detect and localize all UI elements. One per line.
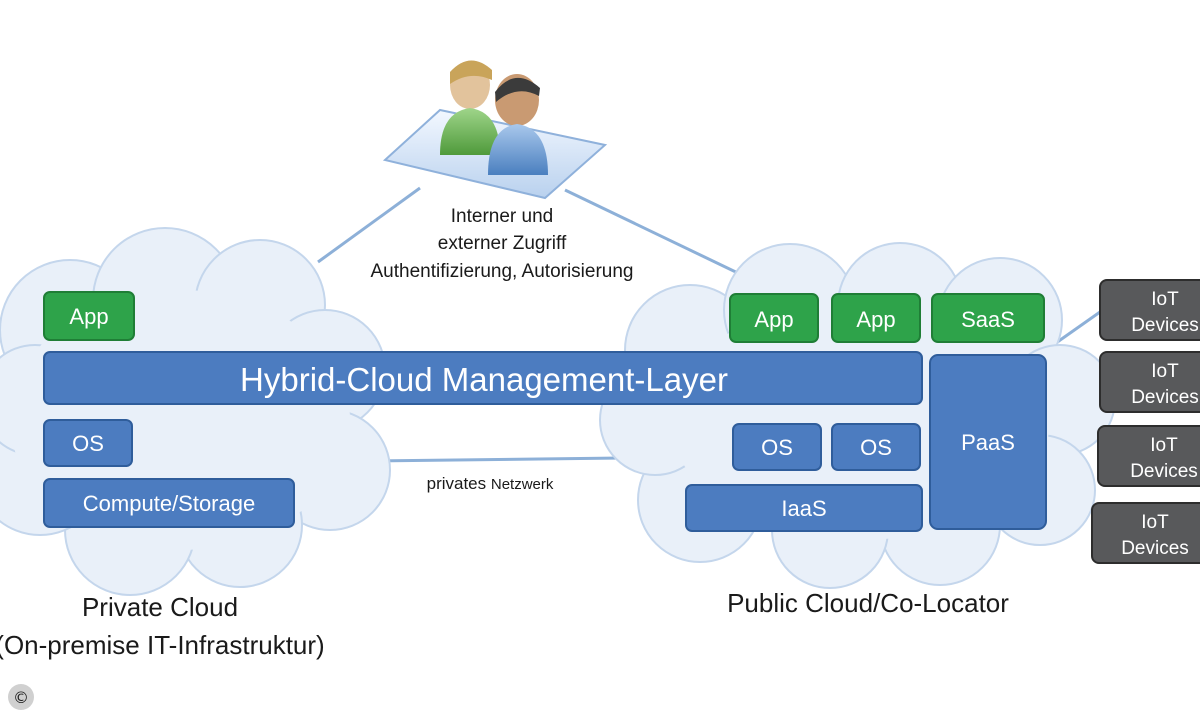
public-app-box-2: App bbox=[831, 293, 921, 343]
public-os-box-2: OS bbox=[831, 423, 921, 471]
iot-device-2-line2: Devices bbox=[1131, 387, 1199, 408]
iot-device-4-line2: Devices bbox=[1121, 538, 1189, 559]
public-app-box-1: App bbox=[729, 293, 819, 343]
iot-device-box-2: IoT Devices bbox=[1099, 351, 1200, 413]
line-users-private bbox=[317, 186, 421, 264]
iot-device-4-line1: IoT bbox=[1141, 512, 1169, 533]
iot-device-box-3: IoT Devices bbox=[1097, 425, 1200, 487]
paas-box: PaaS bbox=[929, 354, 1047, 530]
network-label: privates Netzwerk bbox=[427, 474, 554, 493]
line-users-public bbox=[564, 188, 743, 277]
copyright-icon: © bbox=[8, 684, 34, 710]
private-cloud-caption-2: (On-premise IT-Infrastruktur) bbox=[0, 630, 325, 660]
access-line-1: Interner und bbox=[451, 206, 553, 227]
saas-box: SaaS bbox=[931, 293, 1045, 343]
iaas-label: IaaS bbox=[781, 496, 826, 521]
users-icon bbox=[382, 60, 608, 200]
iot-device-3-line2: Devices bbox=[1130, 461, 1198, 482]
iot-device-3-line1: IoT bbox=[1150, 435, 1178, 456]
iot-device-1-line2: Devices bbox=[1131, 315, 1199, 336]
compute-storage-label: Compute/Storage bbox=[83, 491, 255, 516]
network-label-b: Netzwerk bbox=[491, 476, 554, 493]
public-app-label-2: App bbox=[856, 307, 895, 332]
management-layer-bar: Hybrid-Cloud Management-Layer bbox=[43, 351, 923, 405]
private-os-label: OS bbox=[72, 431, 104, 456]
network-label-a: privates bbox=[427, 474, 487, 493]
public-os-box-1: OS bbox=[732, 423, 822, 471]
private-app-label: App bbox=[69, 304, 108, 329]
private-os-box: OS bbox=[43, 419, 133, 467]
public-cloud-caption: Public Cloud/Co-Locator bbox=[727, 588, 1009, 618]
private-app-box: App bbox=[43, 291, 135, 341]
access-line-2: externer Zugriff bbox=[438, 233, 567, 254]
iot-device-box-4: IoT Devices bbox=[1091, 502, 1200, 564]
public-os-label-2: OS bbox=[860, 435, 892, 460]
compute-storage-box: Compute/Storage bbox=[43, 478, 295, 528]
access-line-3: Authentifizierung, Autorisierung bbox=[371, 261, 634, 282]
saas-label: SaaS bbox=[961, 307, 1015, 332]
private-cloud-caption-1: Private Cloud bbox=[82, 592, 238, 622]
iot-device-1-line1: IoT bbox=[1151, 289, 1179, 310]
iot-device-2-line1: IoT bbox=[1151, 361, 1179, 382]
iot-device-box-1: IoT Devices bbox=[1099, 279, 1200, 341]
paas-label: PaaS bbox=[961, 430, 1015, 455]
management-layer-label: Hybrid-Cloud Management-Layer bbox=[240, 361, 728, 398]
public-os-label-1: OS bbox=[761, 435, 793, 460]
line-private-network bbox=[364, 456, 623, 463]
public-app-label-1: App bbox=[754, 307, 793, 332]
iaas-box: IaaS bbox=[685, 484, 923, 532]
